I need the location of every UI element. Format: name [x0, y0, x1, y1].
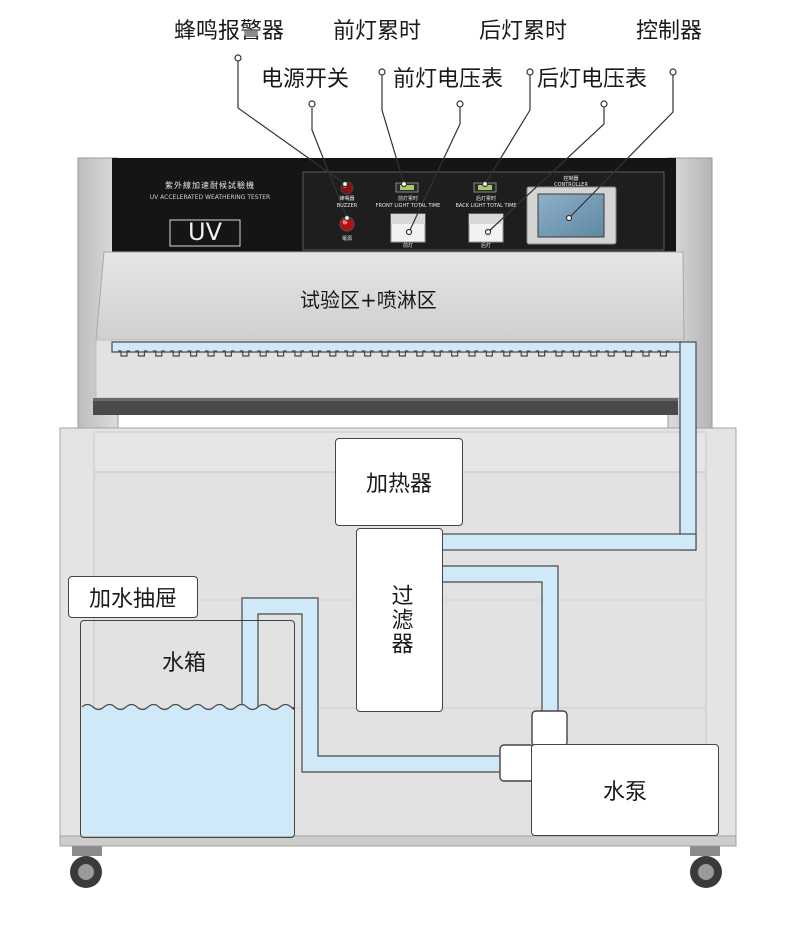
leader-dots — [234, 54, 677, 236]
water-tank-label: 水箱 — [162, 651, 207, 676]
panel-back-timer-label: 后灯累时 — [475, 196, 496, 202]
spray-nozzle — [448, 350, 461, 357]
spray-nozzle — [605, 350, 618, 357]
pump-outlet — [531, 710, 568, 747]
callout-front-lamp-voltmeter: 前灯电压表 — [393, 67, 504, 92]
panel-controller-label: 控制器 — [563, 176, 579, 182]
water-tank-box — [80, 620, 295, 838]
tank-water — [82, 704, 295, 836]
panel-controller-sub: CONTROLLER — [554, 182, 588, 188]
panel-back-timer-sub: BACK LIGHT TOTAL TIME — [455, 203, 517, 209]
test-spray-zone-label: 试验区+喷淋区 — [300, 288, 437, 312]
water-pump-box: 水泵 — [531, 744, 719, 836]
add-water-drawer-label: 加水抽屉 — [88, 587, 177, 612]
spray-nozzle — [657, 350, 670, 357]
callout-controller: 控制器 — [636, 19, 703, 44]
panel-power-label: 電源 — [341, 236, 352, 242]
spray-nozzle — [257, 350, 270, 357]
spray-nozzle — [135, 350, 148, 357]
right-caster — [690, 846, 722, 888]
supply-pipe-right — [679, 341, 697, 551]
spray-nozzle — [431, 350, 444, 357]
callout-front-lamp-timer: 前灯累时 — [333, 19, 422, 44]
spray-nozzle — [587, 350, 600, 357]
spray-nozzle — [483, 350, 496, 357]
spray-nozzle — [396, 350, 409, 357]
panel-front-timer-label: 前灯累时 — [397, 196, 418, 202]
panel-front-timer-sub: FRONT LIGHT TOTAL TIME — [375, 203, 441, 209]
add-water-drawer-box: 加水抽屉 — [68, 576, 198, 618]
spray-nozzle — [500, 350, 513, 357]
spray-nozzle — [326, 350, 339, 357]
spray-nozzle — [570, 350, 583, 357]
spray-nozzle — [205, 350, 217, 357]
spray-nozzle — [118, 350, 130, 357]
spray-nozzle — [152, 350, 165, 357]
spray-nozzle — [292, 350, 304, 357]
spray-nozzle — [622, 350, 635, 357]
callout-back-lamp-voltmeter: 后灯电压表 — [537, 67, 648, 92]
spray-nozzle — [379, 350, 391, 357]
spray-nozzle — [466, 350, 478, 357]
spray-nozzle — [222, 350, 235, 357]
callout-buzzer: 蜂鸣报警器 — [174, 19, 285, 44]
tank-water-surface — [81, 703, 295, 711]
left-caster — [70, 846, 102, 888]
spray-nozzle — [344, 350, 357, 357]
cabinet-plinth — [59, 835, 737, 847]
spray-nozzle — [187, 350, 200, 357]
spray-nozzle — [413, 350, 426, 357]
panel-front-meter-label: 前灯 — [402, 243, 413, 249]
panel-buzzer-sub: BUZZER — [336, 203, 358, 209]
spray-nozzle — [535, 350, 548, 357]
heater-label: 加热器 — [365, 472, 432, 497]
callout-power-switch: 电源开关 — [261, 67, 350, 92]
spray-nozzle — [640, 350, 652, 357]
hood-lip — [93, 398, 678, 415]
filter-box: 过滤器 — [356, 528, 443, 712]
heater-box: 加热器 — [335, 438, 463, 526]
pump-inlet — [499, 744, 535, 782]
supply-pipe-filter — [439, 533, 697, 551]
spray-nozzle — [361, 350, 374, 357]
machine-title-en: UV ACCELERATED WEATHERING TESTER — [149, 194, 271, 201]
callout-back-lamp-timer: 后灯累时 — [479, 19, 568, 44]
panel-back-meter-label: 后灯 — [480, 243, 491, 249]
leader-lines — [237, 58, 674, 233]
spray-nozzle — [518, 350, 531, 357]
uv-logo: UV — [188, 218, 222, 246]
spray-nozzle — [553, 350, 565, 357]
logo-frame — [169, 219, 241, 247]
panel-buzzer-label: 蜂鳴器 — [339, 196, 355, 202]
spray-nozzle — [239, 350, 252, 357]
filter-label: 过滤器 — [387, 584, 413, 656]
spray-nozzle — [274, 350, 287, 357]
machine-title-cn: 紫外線加速耐候試驗機 — [165, 181, 255, 190]
spray-nozzle — [309, 350, 322, 357]
spray-nozzle — [170, 350, 183, 357]
water-pump-label: 水泵 — [602, 780, 647, 805]
spray-nozzles — [118, 350, 670, 357]
